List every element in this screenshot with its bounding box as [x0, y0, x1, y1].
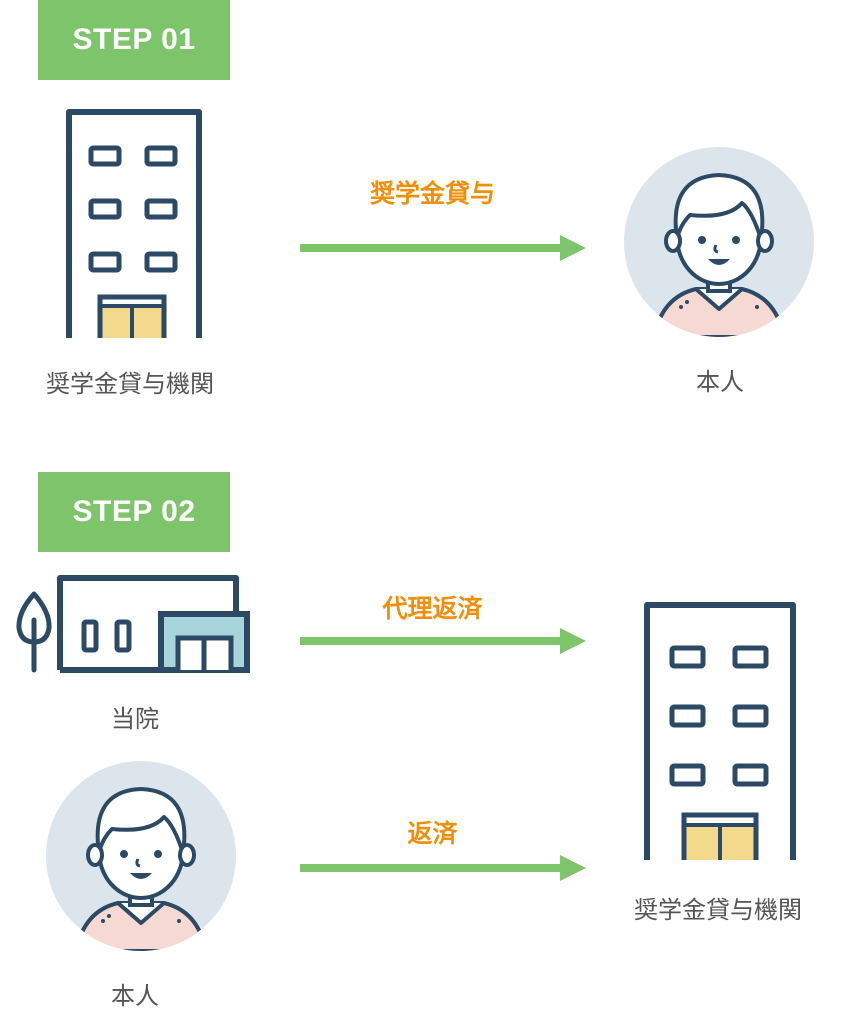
step2-hospital-label: 当院 — [111, 705, 159, 733]
arrow-right-icon — [300, 628, 586, 654]
person-avatar-icon — [46, 761, 236, 951]
person-avatar-icon — [624, 147, 814, 337]
office-building-icon — [644, 602, 796, 860]
arrow-right-icon — [300, 235, 586, 261]
step-02-badge: STEP 02 — [38, 472, 230, 552]
hospital-building-icon — [16, 575, 250, 673]
step1-target-label: 本人 — [696, 368, 744, 396]
step1-arrow-label: 奨学金貸与 — [369, 179, 495, 208]
step2-person-label: 本人 — [111, 982, 159, 1010]
step-01-badge: STEP 01 — [38, 0, 230, 80]
arrow-right-icon — [300, 855, 586, 881]
office-building-icon — [66, 109, 202, 338]
step2-arrow2-label: 返済 — [407, 819, 458, 848]
step2-arrow1-label: 代理返済 — [382, 594, 483, 623]
step2-target-label: 奨学金貸与機関 — [634, 896, 802, 924]
step1-source-label: 奨学金貸与機関 — [46, 370, 214, 398]
tree-icon — [16, 591, 52, 673]
